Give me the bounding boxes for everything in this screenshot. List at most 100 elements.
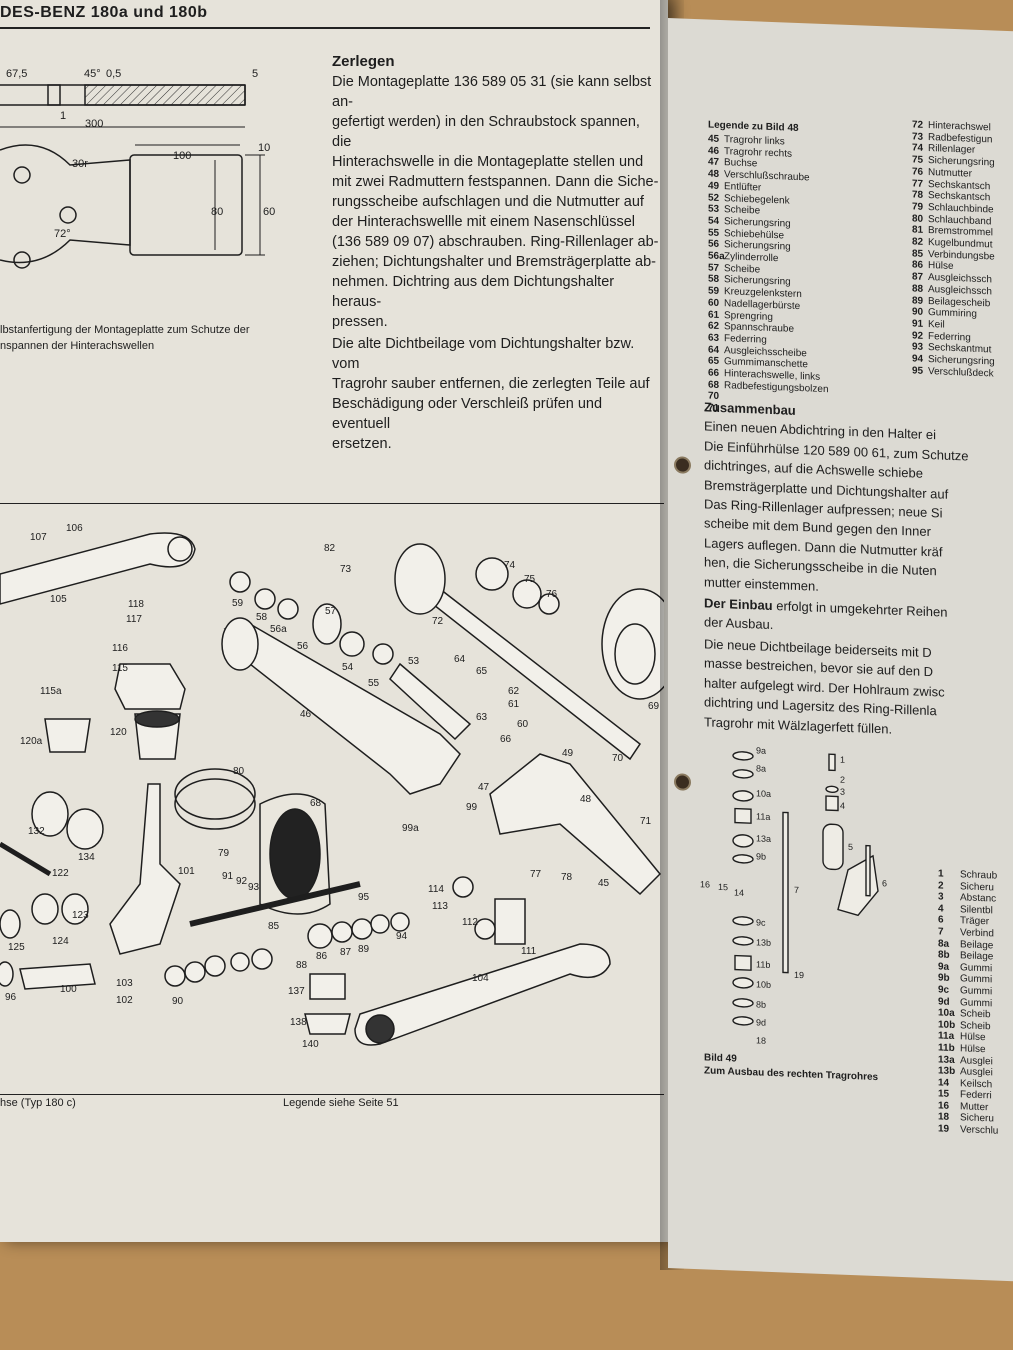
part-label: 107 — [30, 532, 47, 543]
part-label: 99 — [466, 802, 478, 813]
dim-label: 67,5 — [6, 68, 27, 80]
disassembly-section: Zerlegen Die Montageplatte 136 589 05 31… — [332, 52, 662, 456]
part-label: 9c — [756, 917, 766, 927]
part-label: 88 — [296, 960, 308, 971]
dim-label: 30r — [72, 158, 88, 170]
part-label: 93 — [248, 882, 260, 893]
assembly-section: Zusammenbau Einen neuen Abdichtring in d… — [704, 397, 1013, 746]
part-label: 14 — [734, 888, 744, 898]
part-label: 63 — [476, 712, 488, 723]
part-label: 8b — [756, 999, 766, 1009]
part-label: 55 — [368, 678, 380, 689]
rear-axle-exploded-drawing: 107 106 105 118 117 116 115 115a 120a 12… — [0, 523, 664, 1050]
part-label: 95 — [358, 892, 370, 903]
part-label: 102 — [116, 995, 133, 1006]
part-label: 70 — [612, 753, 624, 764]
part-label: 5 — [848, 842, 853, 852]
part-label: 91 — [222, 871, 234, 882]
part-label: 13a — [756, 833, 771, 844]
dim-label: 45° — [84, 68, 101, 80]
install-heading: Der Einbau — [704, 595, 773, 614]
figure-caption: lbstanfertigung der Montageplatte zum Sc… — [0, 324, 250, 352]
part-label: 48 — [580, 794, 592, 805]
part-label: 117 — [126, 614, 142, 625]
part-label: 11a — [756, 811, 770, 822]
part-label: 116 — [112, 643, 128, 654]
part-label: 46 — [300, 709, 312, 720]
paragraph: Einen neuen Abdichtring in den Halter ei… — [704, 418, 969, 594]
paragraph: Die alte Dichtbeilage vom Dichtungshalte… — [332, 336, 650, 452]
part-label: 8a — [756, 763, 766, 773]
part-label: 122 — [52, 868, 69, 879]
part-label: 94 — [396, 931, 408, 942]
part-label: 115 — [112, 663, 128, 674]
part-label: 65 — [476, 666, 488, 677]
part-label: 80 — [233, 766, 245, 777]
part-label: 56a — [270, 624, 287, 635]
part-label: 6 — [882, 878, 887, 888]
part-label: 74 — [504, 560, 516, 571]
part-label: 103 — [116, 978, 133, 989]
part-label: 57 — [325, 606, 337, 617]
exploded-caption-center: Legende siehe Seite 51 — [283, 1097, 399, 1109]
header-rule — [0, 27, 650, 29]
part-label: 62 — [508, 686, 520, 697]
part-label: 68 — [310, 798, 322, 809]
left-page: DES-BENZ 180a und 180b 6 — [0, 0, 668, 1242]
dim-label: 80 — [211, 206, 223, 218]
dim-label: 1 — [60, 110, 66, 122]
part-label: 79 — [218, 848, 230, 859]
part-label: 9b — [756, 851, 766, 861]
part-label: 105 — [50, 594, 67, 605]
part-label: 58 — [256, 612, 268, 623]
part-label: 112 — [462, 917, 478, 928]
paragraph: Die neue Dichtbeilage beiderseits mit D … — [704, 636, 945, 737]
dim-label: 300 — [85, 118, 103, 130]
part-label: 137 — [288, 986, 305, 997]
mounting-plate-drawing: 67,5 45° 0,5 1 300 5 100 10 30r 80 60 72… — [0, 68, 275, 269]
part-label: 47 — [478, 782, 490, 793]
part-label: 118 — [128, 599, 144, 610]
part-label: 19 — [794, 970, 804, 980]
part-label: 104 — [472, 973, 489, 984]
part-label: 124 — [52, 936, 69, 947]
part-label: 1 — [840, 755, 845, 765]
part-label: 90 — [172, 996, 184, 1007]
part-label: 75 — [524, 574, 536, 585]
dim-label: 5 — [252, 68, 258, 80]
part-label: 85 — [268, 921, 280, 932]
page-header: DES-BENZ 180a und 180b — [0, 4, 208, 21]
part-label: 61 — [508, 699, 520, 710]
part-label: 100 — [60, 984, 77, 995]
part-label: 16 — [700, 879, 710, 889]
part-label: 7 — [794, 885, 799, 895]
part-label: 134 — [78, 852, 95, 863]
part-label: 120 — [110, 727, 127, 738]
part-label: 125 — [8, 942, 25, 953]
part-label: 72 — [432, 616, 444, 627]
dim-label: 100 — [173, 150, 191, 162]
part-label: 77 — [530, 869, 542, 880]
part-label: 82 — [324, 543, 336, 554]
part-label: 87 — [340, 947, 352, 958]
part-label: 60 — [517, 719, 529, 730]
binding-hole — [674, 773, 691, 791]
dim-label: 10 — [258, 142, 270, 154]
part-label: 138 — [290, 1017, 307, 1028]
part-label: 10a — [756, 788, 771, 799]
part-label: 11b — [756, 959, 770, 970]
part-label: 106 — [66, 523, 83, 534]
part-label: 56 — [297, 641, 309, 652]
figure-caption: Bild 49 Zum Ausbau des rechten Tragrohre… — [704, 1051, 878, 1084]
part-label: 53 — [408, 656, 420, 667]
part-label: 15 — [718, 882, 728, 892]
part-label: 66 — [500, 734, 512, 745]
part-label: 123 — [72, 910, 89, 921]
part-label: 10b — [756, 979, 771, 990]
part-label: 111 — [521, 946, 537, 957]
part-label: 69 — [648, 701, 660, 712]
